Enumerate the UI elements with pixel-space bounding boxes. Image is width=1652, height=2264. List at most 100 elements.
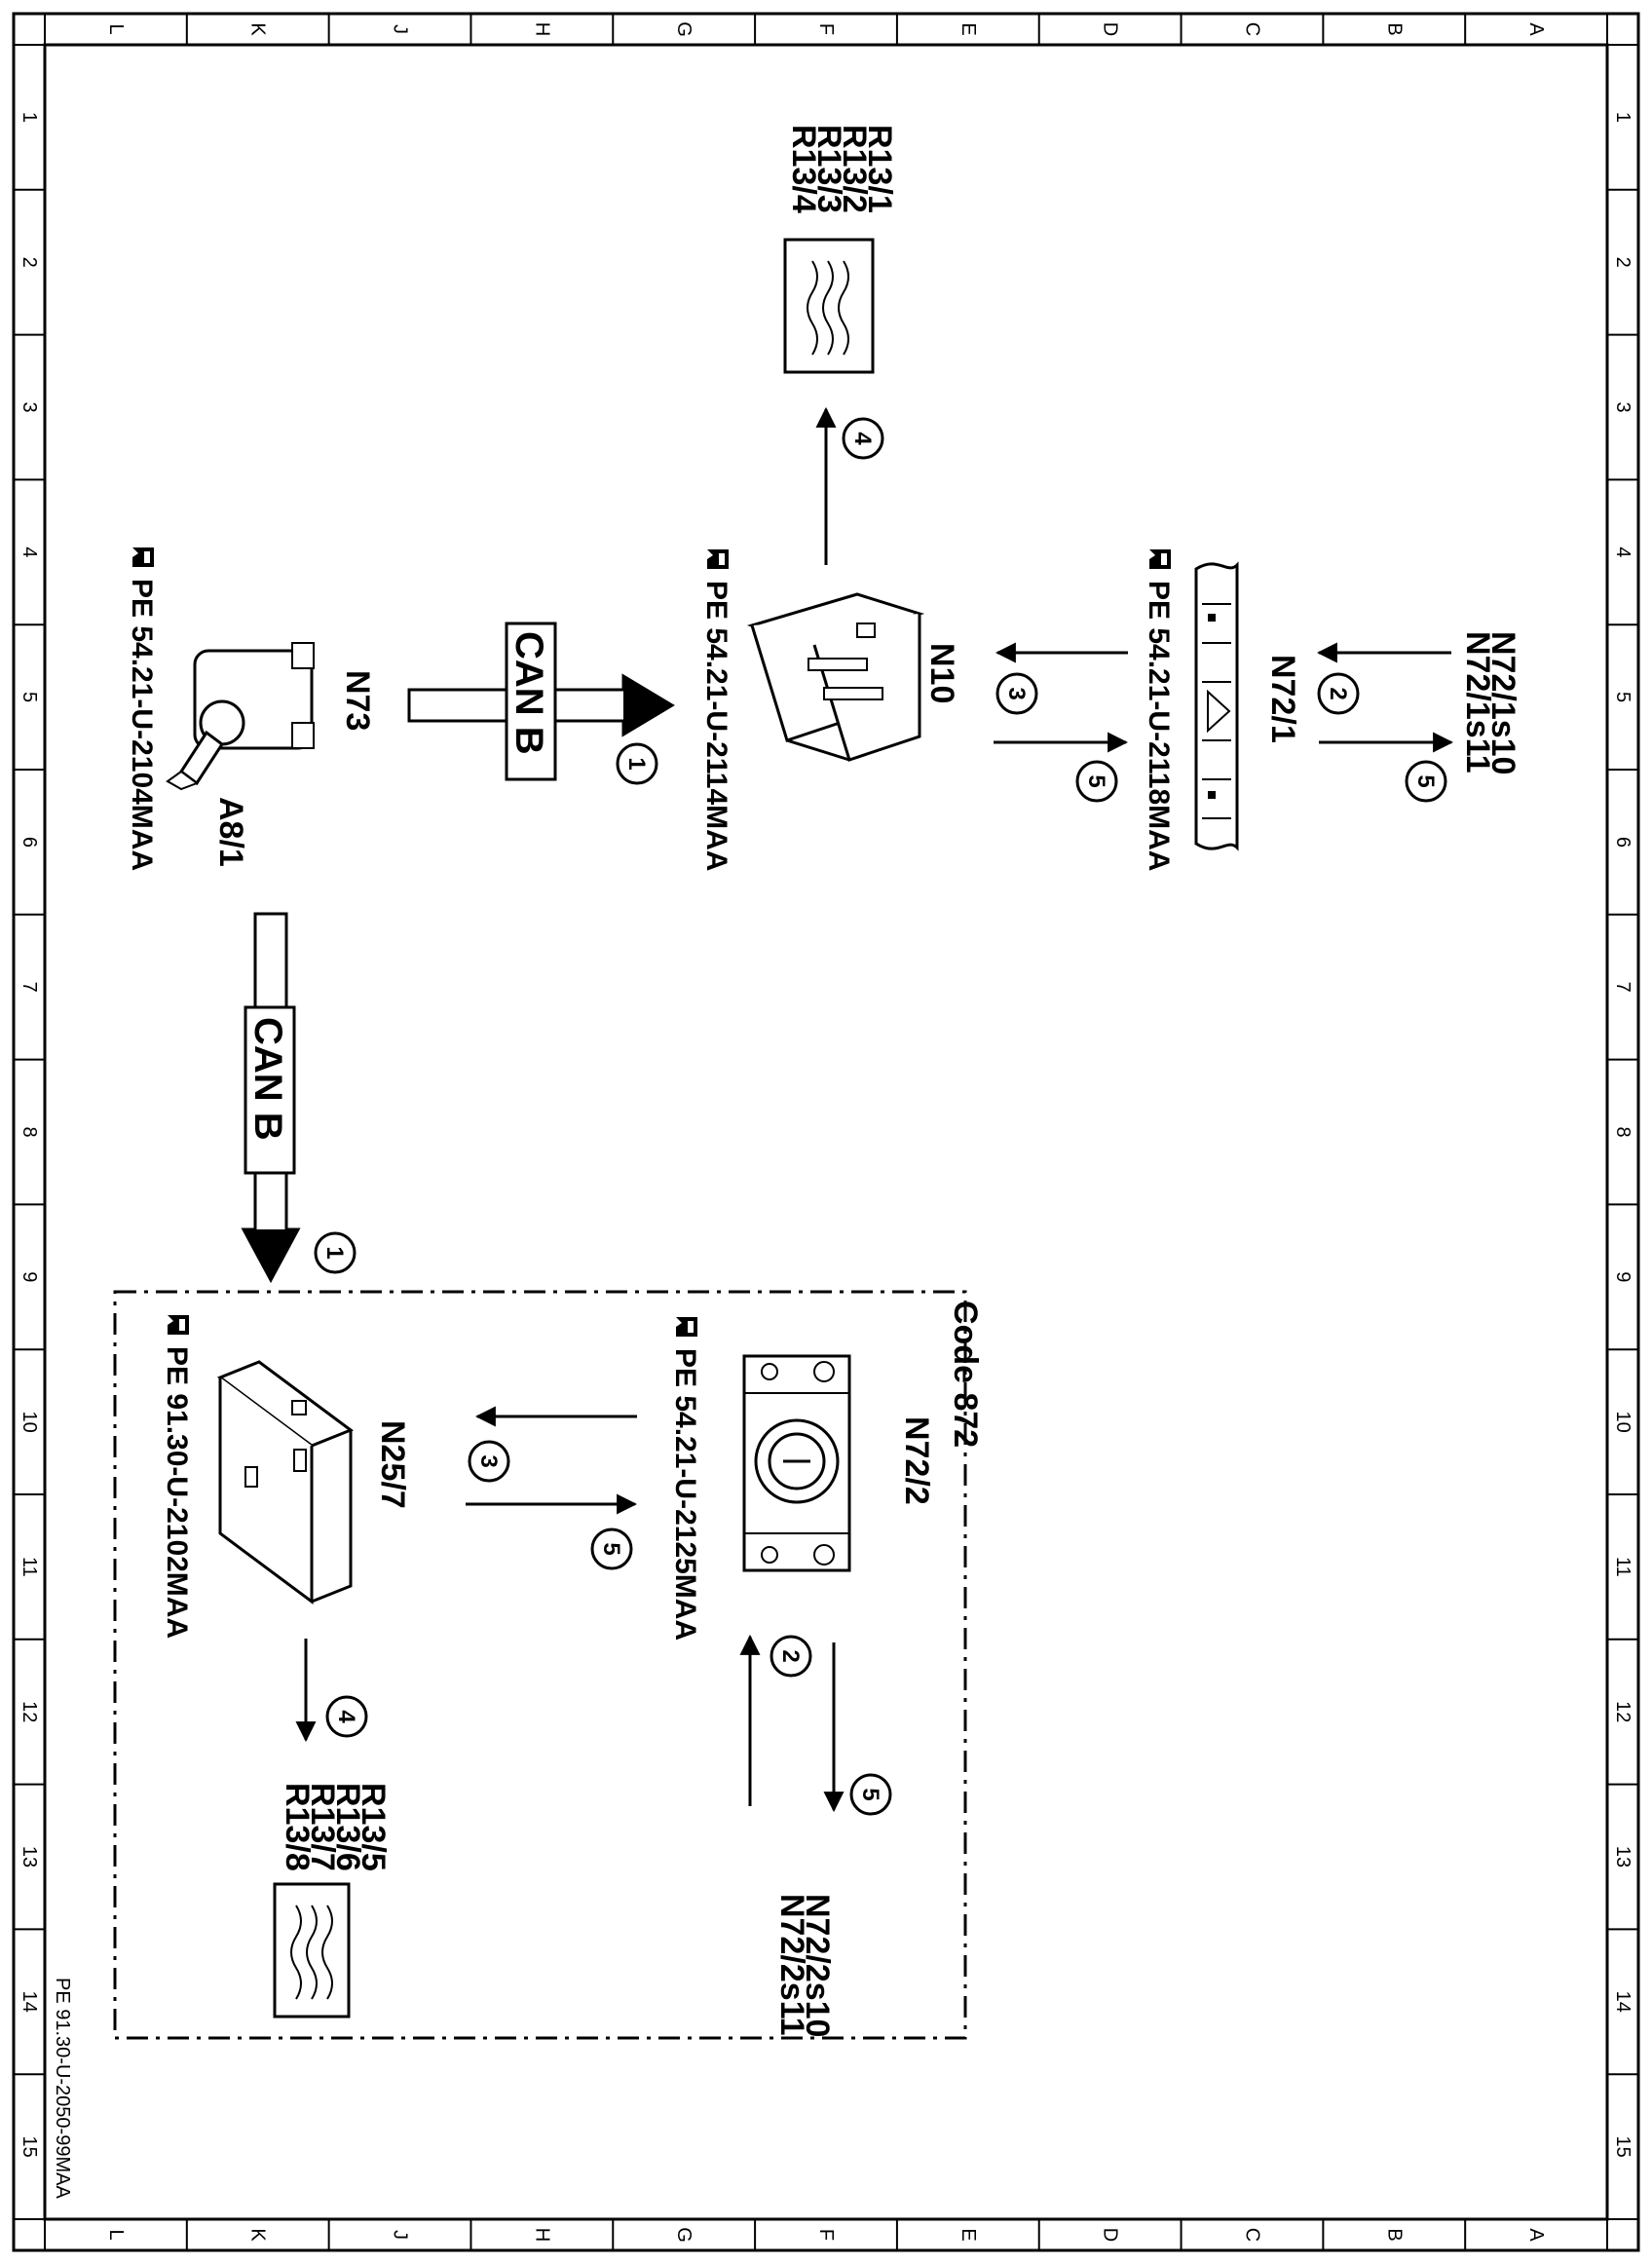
step-marker-4-top: 4 bbox=[842, 417, 884, 460]
can-b-label-left: CAN B bbox=[246, 1017, 289, 1141]
svg-text:5: 5 bbox=[857, 1788, 883, 1800]
grid-row-label: 2 bbox=[1612, 257, 1633, 268]
label-n72-2: N72/2 bbox=[898, 1416, 935, 1505]
svg-text:R13/1: R13/1 bbox=[861, 125, 898, 213]
grid-row-label: 1 bbox=[19, 112, 40, 123]
svg-text:R13/2: R13/2 bbox=[836, 125, 873, 213]
grid-row-label: 14 bbox=[19, 1991, 40, 2013]
grid-row-label: 13 bbox=[1612, 1846, 1633, 1868]
transmitter-key-a8-1 bbox=[166, 642, 315, 791]
svg-text:4: 4 bbox=[849, 432, 876, 445]
step-marker-1-left: 1 bbox=[314, 1231, 357, 1274]
grid-column-label: H bbox=[531, 22, 552, 36]
svg-text:R13/8: R13/8 bbox=[279, 1783, 316, 1871]
grid-column-label: B bbox=[1383, 22, 1405, 35]
svg-text:5: 5 bbox=[1412, 774, 1439, 787]
label-n10: N10 bbox=[923, 643, 960, 703]
grid-row-label: 11 bbox=[19, 1557, 40, 1577]
grid-row-label: 15 bbox=[19, 2135, 40, 2157]
svg-text:R13/7: R13/7 bbox=[304, 1783, 341, 1871]
control-panel-n72-1 bbox=[1194, 561, 1239, 851]
grid-column-label: F bbox=[815, 2229, 837, 2241]
hand-icon bbox=[132, 547, 154, 567]
grid-row-label: 12 bbox=[19, 1701, 40, 1722]
svg-text:3: 3 bbox=[1003, 687, 1030, 699]
grid-column-label: F bbox=[815, 23, 837, 35]
step-marker-5-top-right: 5 bbox=[1405, 760, 1447, 803]
grid-row-label: 7 bbox=[19, 982, 40, 993]
step-marker-4-bottom: 4 bbox=[325, 1695, 368, 1738]
label-n72-1-switches: N72/1s10 N72/1s11 bbox=[1459, 631, 1521, 774]
label-n72-1: N72/1 bbox=[1264, 655, 1301, 743]
label-n72-2-switches: N72/2s10 N72/2s11 bbox=[773, 1894, 836, 2037]
frame bbox=[12, 12, 1640, 2252]
footer-ref: PE 91.30-U-2050-99MAA bbox=[52, 1978, 73, 2199]
grid-row-label: 5 bbox=[1612, 692, 1633, 702]
step-marker-5-bottom-right: 5 bbox=[849, 1773, 892, 1816]
grid-column-label: C bbox=[1241, 2228, 1262, 2242]
grid-row-label: 3 bbox=[19, 401, 40, 412]
ref-n72-2: PE 54.21-U-2125MAA bbox=[669, 1348, 701, 1641]
grid-column-label: E bbox=[957, 2228, 979, 2241]
grid-column-label: D bbox=[1100, 2228, 1121, 2242]
step-marker-5-top-left: 5 bbox=[1075, 760, 1118, 803]
grid-row-label: 1 bbox=[1612, 112, 1633, 123]
grid-row-label: 5 bbox=[19, 692, 40, 702]
grid-column-label: E bbox=[957, 22, 979, 35]
grid-row-label: 2 bbox=[19, 257, 40, 268]
heater-element-rear bbox=[273, 1882, 351, 2019]
svg-text:N72/1s10: N72/1s10 bbox=[1484, 631, 1521, 774]
svg-text:1: 1 bbox=[623, 757, 650, 770]
step-marker-3-bottom: 3 bbox=[468, 1440, 510, 1483]
hand-icon bbox=[168, 1315, 189, 1335]
grid-row-label: 3 bbox=[1612, 401, 1633, 412]
grid-row-label: 6 bbox=[1612, 837, 1633, 848]
hand-icon bbox=[676, 1317, 697, 1337]
step-marker-3-top: 3 bbox=[995, 672, 1038, 715]
grid-column-label: J bbox=[390, 2230, 411, 2240]
label-heaters-front: R13/1 R13/2 R13/3 R13/4 bbox=[785, 125, 898, 213]
svg-text:R13/6: R13/6 bbox=[329, 1783, 366, 1871]
grid-row-label: 6 bbox=[19, 837, 40, 848]
grid-column-label: D bbox=[1100, 22, 1121, 36]
grid-row-label: 9 bbox=[1612, 1271, 1633, 1282]
grid-column-label: C bbox=[1241, 22, 1262, 36]
grid-column-label: J bbox=[390, 24, 411, 34]
label-a8-1: A8/1 bbox=[212, 797, 249, 867]
can-bus-left: CAN B bbox=[241, 912, 301, 1284]
svg-text:5: 5 bbox=[1083, 774, 1109, 787]
svg-text:N72/2s10: N72/2s10 bbox=[799, 1894, 836, 2037]
grid-column-label: K bbox=[247, 22, 269, 36]
grid-row-label: 7 bbox=[1612, 982, 1633, 993]
grid-row-label: 8 bbox=[19, 1126, 40, 1137]
svg-text:R13/4: R13/4 bbox=[785, 125, 822, 213]
hand-icon bbox=[1149, 549, 1171, 569]
svg-text:N72/1s11: N72/1s11 bbox=[1459, 631, 1496, 774]
grid-row-label: 8 bbox=[1612, 1126, 1633, 1137]
grid-row-label: 13 bbox=[19, 1846, 40, 1868]
svg-text:R13/5: R13/5 bbox=[355, 1783, 392, 1871]
hand-icon bbox=[707, 549, 729, 569]
grid-row-label: 15 bbox=[1612, 2135, 1633, 2157]
can-b-label-top: CAN B bbox=[507, 631, 550, 755]
grid-row-label: 14 bbox=[1612, 1991, 1633, 2013]
grid-column-label: L bbox=[105, 2229, 127, 2240]
grid-column-label: K bbox=[247, 2228, 269, 2242]
grid-column-label: B bbox=[1383, 2228, 1405, 2241]
step-marker-2-bottom: 2 bbox=[770, 1635, 812, 1678]
grid-row-label: 9 bbox=[19, 1271, 40, 1282]
ref-a8-1: PE 54.21-U-2104MAA bbox=[126, 579, 158, 871]
label-heaters-rear: R13/5 R13/6 R13/7 R13/8 bbox=[279, 1783, 392, 1871]
svg-text:4: 4 bbox=[333, 1710, 359, 1723]
svg-text:2: 2 bbox=[1325, 687, 1351, 699]
code-872-label: Code 872 bbox=[947, 1301, 984, 1448]
grid-column-label: H bbox=[531, 2228, 552, 2242]
ref-n72-1: PE 54.21-U-2118MAA bbox=[1143, 581, 1175, 871]
module-n10 bbox=[746, 592, 925, 762]
ref-n25-7: PE 91.30-U-2102MAA bbox=[161, 1346, 193, 1639]
grid-column-label: L bbox=[105, 23, 127, 34]
label-n73: N73 bbox=[339, 670, 376, 731]
control-panel-n72-2 bbox=[742, 1354, 851, 1572]
